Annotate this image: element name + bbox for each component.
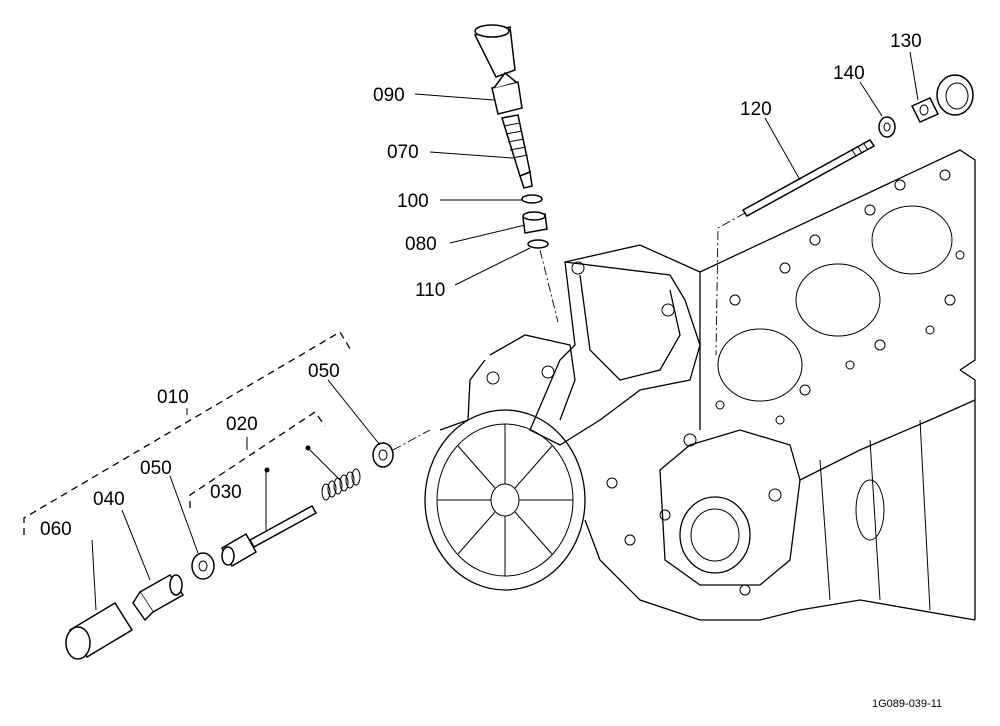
callout-020: 020 — [226, 414, 258, 435]
stud-and-seal — [715, 74, 974, 356]
callout-040: 040 — [93, 489, 125, 510]
leader-lines — [91, 51, 919, 611]
callout-130: 130 — [890, 31, 922, 52]
engine-block — [424, 149, 976, 621]
callout-030: 030 — [210, 482, 242, 503]
callout-100: 100 — [397, 191, 429, 212]
callout-140: 140 — [833, 63, 865, 84]
group-brackets — [23, 331, 353, 535]
callout-120: 120 — [740, 99, 772, 120]
callout-060: 060 — [40, 519, 72, 540]
pump-plunger-assembly — [65, 429, 431, 660]
callout-050-right: 050 — [308, 361, 340, 382]
callout-010: 010 — [157, 387, 189, 408]
figure-id: 1G089-039-11 — [872, 698, 942, 710]
callout-050-left: 050 — [140, 458, 172, 479]
injector-assembly — [473, 24, 559, 323]
callout-110: 110 — [415, 280, 445, 301]
callout-080: 080 — [405, 234, 437, 255]
callout-070: 070 — [387, 142, 419, 163]
callout-labels: 010 020 050 050 030 040 060 090 070 100 … — [40, 31, 922, 540]
callout-090: 090 — [373, 85, 405, 106]
